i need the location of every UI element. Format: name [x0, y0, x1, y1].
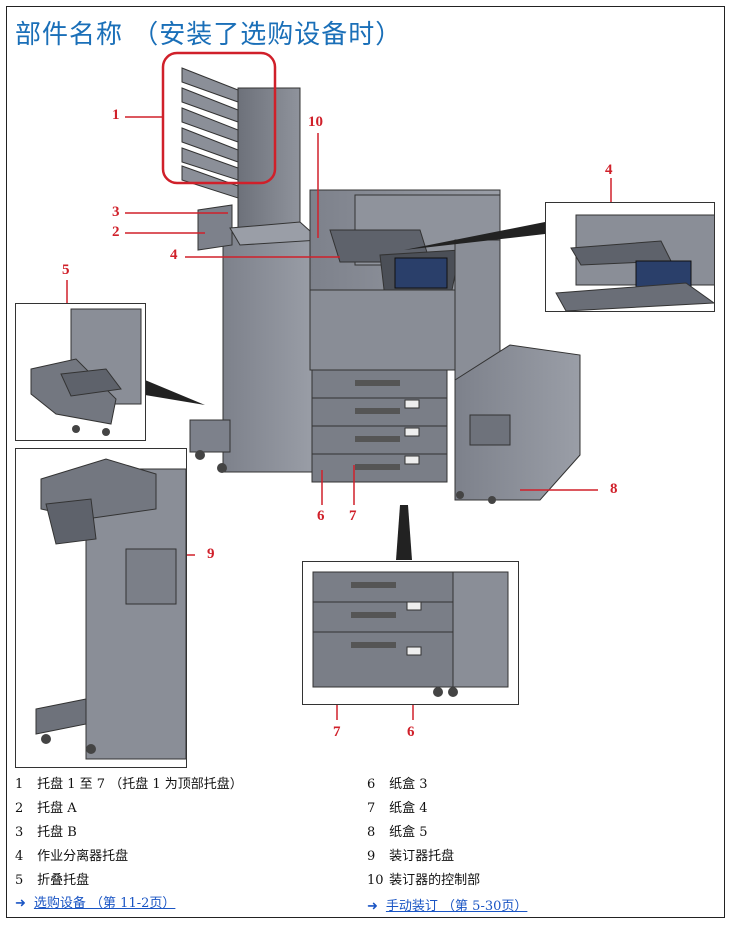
pointer-5 [145, 380, 205, 405]
callout-7-main: 7 [349, 508, 357, 524]
callout-4-main: 4 [170, 247, 178, 263]
callout-10: 10 [308, 114, 323, 130]
printer-body [309, 189, 501, 483]
legend-item: 5 折叠托盘 [15, 873, 90, 888]
pointer-67 [396, 505, 412, 560]
callout-3: 3 [112, 204, 120, 220]
legend-item: 6 纸盒 3 [367, 777, 428, 792]
link-manual-stapling[interactable]: ➜手动装订 （第 5-30页） [367, 899, 528, 914]
page-title: 部件名称 （安装了选购设备时） [15, 20, 403, 50]
page-frame [6, 6, 725, 918]
callout-7-inset: 7 [333, 724, 341, 740]
finisher-unit [161, 51, 322, 473]
callout-6-inset: 6 [407, 724, 415, 740]
callout-9: 9 [207, 546, 215, 562]
legend-item: 7 纸盒 4 [367, 801, 428, 816]
legend-item: 10 装订器的控制部 [367, 873, 481, 888]
inset-fold-tray [15, 303, 146, 441]
inset-stapler-tray [15, 448, 187, 768]
callout-6-main: 6 [317, 508, 325, 524]
inset-job-separator [545, 202, 715, 312]
callout-5: 5 [62, 262, 70, 278]
legend-item: 8 纸盒 5 [367, 825, 428, 840]
tray-stack [181, 67, 239, 199]
side-feeder [454, 344, 581, 504]
arrow-right-icon: ➜ [367, 899, 378, 914]
legend-item: 1 托盘 1 至 7 （托盘 1 为顶部托盘） [15, 777, 243, 792]
legend-item: 4 作业分离器托盘 [15, 849, 129, 864]
tray-1-7-highlight [161, 51, 277, 185]
callout-2: 2 [112, 224, 120, 240]
link-optional-equipment[interactable]: ➜选购设备 （第 11-2页） [15, 896, 176, 911]
callout-4-inset: 4 [605, 162, 613, 178]
inset-cassettes [302, 561, 519, 705]
arrow-right-icon: ➜ [15, 896, 26, 911]
legend-item: 9 装订器托盘 [367, 849, 455, 864]
legend-item: 2 托盘 A [15, 801, 77, 816]
legend-item: 3 托盘 B [15, 825, 77, 840]
callout-1: 1 [112, 107, 120, 123]
callout-8: 8 [610, 481, 618, 497]
pointer-4 [404, 222, 545, 250]
